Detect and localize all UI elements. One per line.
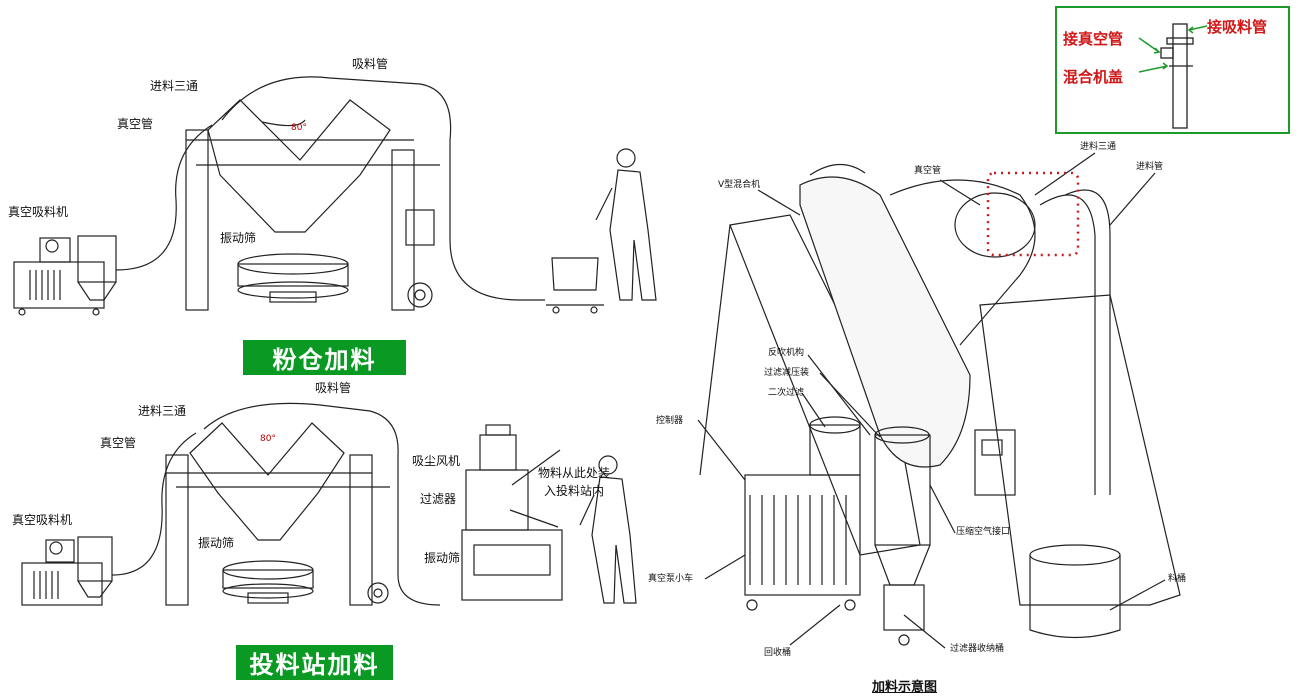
label-r-feed-pipe: 进料管 — [1136, 162, 1164, 172]
highlight-connection-box — [986, 171, 1080, 257]
banner-feeding-station: 投料站加料 — [236, 645, 393, 680]
label-r-v-mixer: V型混合机 — [718, 180, 761, 190]
feeding-schematic: 进料三通 真空管 进料管 V型混合机 反吹机构 过滤减压装 二次过滤 控制器 压… — [640, 135, 1290, 665]
label-r-filter-clamp: 过滤减压装 — [764, 368, 810, 378]
v-mixer-body — [207, 99, 391, 233]
label-r-vacuum-pipe: 真空管 — [914, 166, 942, 176]
label-material-note-2: 入投料站内 — [544, 484, 605, 498]
label-mixer-cover: 混合机盖 — [1063, 68, 1124, 86]
label-feed-tee: 进料三通 — [150, 79, 199, 93]
label-r-feed-tee: 进料三通 — [1080, 142, 1117, 152]
label-r-secondary-filter: 二次过滤 — [768, 388, 805, 398]
label-vibrating-screen-station: 振动筛 — [424, 551, 461, 565]
feeding-station-drawing — [21, 402, 637, 606]
label-vacuum-loader-2: 真空吸料机 — [12, 513, 73, 527]
label-r-filter-bin: 过滤器收纳桶 — [950, 644, 1005, 654]
label-material-note-1: 物料从此处装 — [538, 466, 611, 480]
label-vacuum-pipe: 真空管 — [117, 117, 154, 131]
caption-feeding-schematic: 加料示意图 — [872, 680, 938, 695]
label-vacuum-loader: 真空吸料机 — [8, 205, 69, 219]
label-filter: 过滤器 — [420, 492, 457, 506]
label-r-vacuum-cart: 真空泵小车 — [648, 574, 694, 584]
vacuum-loader-cabinet — [13, 261, 105, 309]
label-feed-tee-2: 进料三通 — [138, 404, 187, 418]
label-connect-vacuum-pipe: 接真空管 — [1063, 30, 1124, 48]
label-r-control-cabinet: 控制器 — [656, 416, 684, 426]
label-suction-pipe-2: 吸料管 — [315, 381, 352, 395]
label-r-backflush: 反吹机构 — [768, 348, 805, 358]
banner-powder-bin-feeding: 粉仓加料 — [243, 340, 406, 375]
label-vibrating-screen: 振动筛 — [220, 231, 257, 245]
label-dust-fan: 吸尘风机 — [412, 454, 461, 468]
feeding-station-diagram: 真空吸料机 真空管 进料三通 吸料管 振动筛 吸尘风机 过滤器 振动筛 物料从此… — [0, 375, 700, 645]
feeding-schematic-drawing — [697, 152, 1181, 649]
label-vacuum-pipe-2: 真空管 — [100, 436, 137, 450]
label-r-recovery-bin: 回收桶 — [764, 648, 792, 658]
inset-connection-detail: 接真空管 接吸料管 混合机盖 — [1055, 6, 1290, 134]
label-connect-suction-pipe: 接吸料管 — [1207, 18, 1268, 36]
inset-drawing — [1138, 23, 1208, 129]
powder-bin-feeding-diagram: 真空吸料机 真空管 进料三通 吸料管 振动筛 80° — [0, 0, 700, 340]
label-vibrating-screen-2: 振动筛 — [198, 536, 235, 550]
label-angle: 80° — [291, 123, 307, 133]
powder-bin-feeding-drawing — [13, 76, 657, 316]
label-r-material-bin: 料桶 — [1168, 574, 1187, 584]
label-angle-2: 80° — [260, 434, 276, 444]
label-r-compressed-air: 压缩空气接口 — [956, 527, 1011, 537]
label-suction-pipe: 吸料管 — [352, 57, 389, 71]
